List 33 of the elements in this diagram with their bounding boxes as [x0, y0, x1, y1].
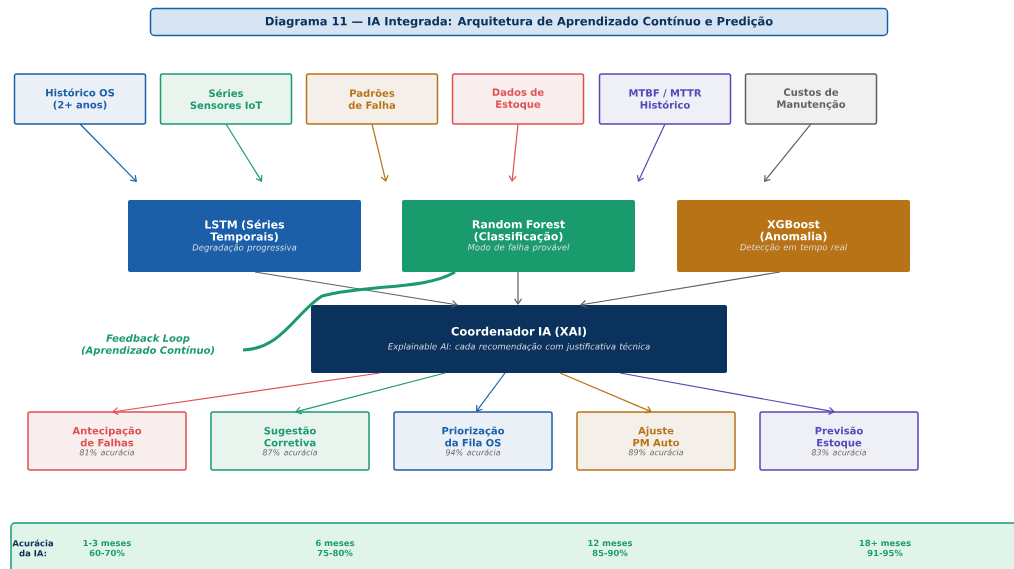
accuracy-band: Acurácia da IA: 1-3 meses 60-70% 6 meses 75-80% 12 meses 85-90% 18+ meses 91-95% [10, 522, 1014, 569]
input-box: Dados de Estoque [451, 73, 585, 125]
output-box: Ajuste PM Auto 89% acurácia [576, 411, 736, 471]
feedback-curve [242, 270, 456, 352]
model-box: Random Forest (Classificação) Modo de falha provável [402, 200, 635, 272]
arrow [580, 271, 781, 309]
arrow [79, 123, 137, 182]
model-box: LSTM (Séries Temporais) Degradação progressiva [128, 200, 361, 272]
input-box: MTBF / MTTR Histórico [598, 73, 732, 125]
output-box: Previsão Estoque 83% acurácia [759, 411, 919, 471]
input-box: Histórico OS (2+ anos) [13, 73, 147, 125]
arrow [225, 123, 263, 182]
arrow [559, 372, 652, 414]
input-box: Séries Sensores IoT [159, 73, 293, 125]
arrow [112, 372, 381, 416]
arrow [513, 271, 523, 305]
output-box: Sugestão Corretiva 87% acurácia [210, 411, 370, 471]
arrow [636, 123, 666, 182]
arrow [254, 271, 458, 309]
title-box: Diagrama 11 — IA Integrada: Arquitetura de Aprendizado Contínuo e Predição [149, 7, 889, 37]
feedback-label: Feedback Loop (Aprendizado Contínuo) [81, 334, 215, 356]
model-box: XGBoost (Anomalia) Detecção em tempo real [677, 200, 910, 272]
output-box: Antecipação de Falhas 81% acurácia [27, 411, 187, 471]
arrow [619, 372, 835, 415]
output-box: Priorização da Fila OS 94% acurácia [393, 411, 553, 471]
input-box: Custos de Manutenção [744, 73, 878, 125]
coordinator-box: Coordenador IA (XAI) Explainable AI: cada recomendação com justificativa técnica [311, 305, 727, 373]
arrow [295, 372, 446, 415]
arrow [508, 123, 519, 182]
arrow [371, 123, 389, 182]
arrow [764, 123, 812, 182]
arrow [476, 372, 506, 412]
input-box: Padrões de Falha [305, 73, 439, 125]
